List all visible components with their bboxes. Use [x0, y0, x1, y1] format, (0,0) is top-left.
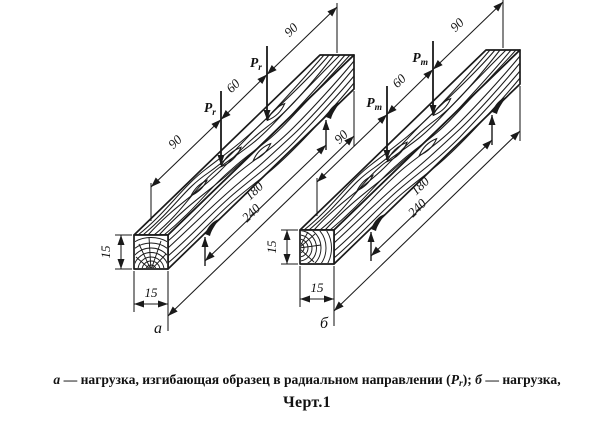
growth-rings-radial: [135, 236, 167, 268]
figure-caption: а — нагрузка, изгибающая образец в радиа…: [0, 341, 614, 423]
growth-rings-tangential: [301, 231, 333, 263]
dim-90-left-b: 90: [331, 127, 351, 147]
caption-specimen-b: б: [475, 372, 482, 387]
load-label-b-1: Pт: [366, 95, 382, 113]
dim-60-a: 60: [223, 76, 243, 96]
load-label-a-1: Pr: [204, 100, 216, 118]
load-label-b-2: Pт: [412, 50, 428, 68]
dim-90-right-a: 90: [281, 20, 301, 40]
dim-15-width-b: 15: [311, 280, 325, 295]
dim-15-height-b: 15: [264, 240, 279, 254]
caption-specimen-a: а: [53, 372, 61, 387]
dim-240-b: 240: [405, 195, 430, 220]
dim-60-b: 60: [389, 71, 409, 91]
dim-15-height-a: 15: [98, 245, 113, 259]
technical-drawing: 90 60 90 180 240 15 15 Pr Pr а 90 60 90 …: [98, 0, 614, 337]
dim-90-right-b: 90: [447, 15, 467, 35]
dim-240-a: 240: [239, 200, 264, 225]
caption-load-pr: P: [450, 372, 459, 387]
beam-specimen-b: 90 60 90 180 240 15 15 Pт Pт б: [264, 0, 520, 332]
dim-90-left-a: 90: [165, 132, 185, 152]
caption-line-1: а — нагрузка, изгибающая образец в радиа…: [53, 372, 561, 389]
specimen-a-letter: а: [154, 320, 162, 337]
dim-15-width-a: 15: [145, 285, 159, 300]
load-label-a-2: Pr: [250, 55, 262, 73]
specimen-b-letter: б: [320, 315, 329, 332]
figure-number: Черт.1: [283, 394, 331, 411]
